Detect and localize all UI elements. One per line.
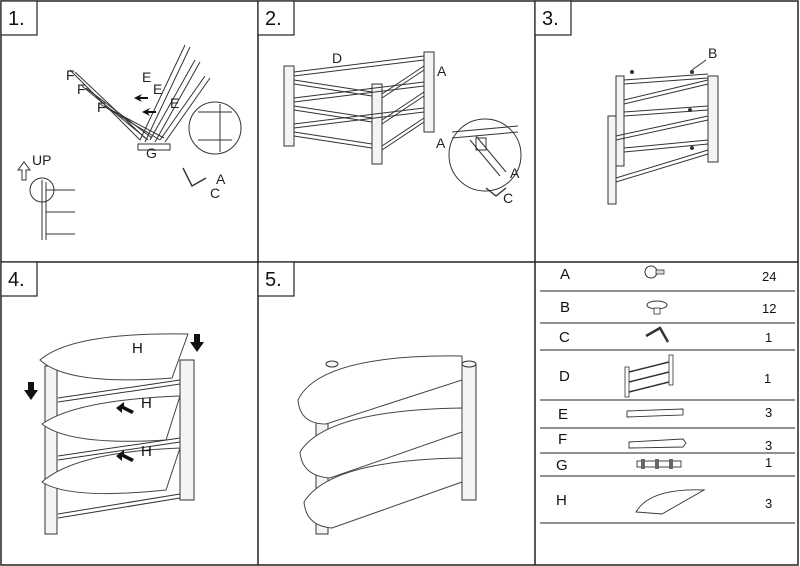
part-qty: 3 <box>765 496 772 511</box>
arrow-icon <box>134 94 148 102</box>
part-letter: F <box>558 431 567 448</box>
step-4-illustration: H H H <box>24 333 204 535</box>
post-right <box>423 51 435 133</box>
label-h-3: H <box>141 443 152 460</box>
glass-shelf-middle <box>41 395 181 442</box>
parts-row-a: A 24 <box>560 265 776 284</box>
part-qty: 1 <box>764 371 771 386</box>
part-letter: H <box>556 492 567 509</box>
post-left <box>283 65 295 147</box>
part-qty: 3 <box>765 438 772 453</box>
allen-key-icon <box>645 326 670 343</box>
label-g: G <box>146 145 157 161</box>
suction-cup-icon <box>688 108 692 112</box>
part-letter: G <box>556 457 568 474</box>
post-right <box>461 363 477 501</box>
label-up: UP <box>32 152 51 168</box>
rail-e-icon <box>626 408 684 418</box>
suction-cup-icon <box>690 70 694 74</box>
part-qty: 24 <box>762 269 776 284</box>
push-arrow-icon <box>116 450 134 462</box>
allen-key-icon <box>485 187 507 197</box>
step-3-number: 3. <box>534 0 572 36</box>
step-4-number: 4. <box>0 261 38 297</box>
side-frame-icon <box>624 354 674 398</box>
arrow-icon <box>142 108 156 116</box>
label-d: D <box>332 50 342 66</box>
glass-shelf-middle <box>299 407 463 479</box>
label-h-2: H <box>141 395 152 412</box>
svg-text:4.: 4. <box>8 269 25 291</box>
step-3-illustration: B <box>607 45 719 205</box>
glass-shelf-bottom <box>303 457 463 529</box>
part-letter: C <box>559 329 570 346</box>
parts-row-d: D 1 <box>559 354 771 398</box>
label-h-1: H <box>132 340 143 357</box>
label-a: A <box>216 171 226 187</box>
allen-key-icon <box>182 167 207 187</box>
label-e-1: E <box>142 69 151 85</box>
post-center <box>371 83 383 165</box>
glass-shelf-icon <box>635 489 706 515</box>
parts-table: A 24 B 12 C 1 D <box>540 265 795 524</box>
parts-row-f: F 3 <box>558 431 772 453</box>
suction-cup-icon <box>646 300 668 315</box>
glass-shelf-top <box>297 355 463 425</box>
part-qty: 3 <box>765 405 772 420</box>
glass-shelf-bottom <box>41 447 181 495</box>
detail-magnifier-icon <box>188 101 242 155</box>
push-arrow-icon <box>116 402 134 414</box>
part-qty: 12 <box>762 301 776 316</box>
step-1-rails <box>69 44 211 151</box>
part-qty: 1 <box>765 455 772 470</box>
label-b: B <box>708 45 717 61</box>
step-5-illustration <box>297 355 477 535</box>
svg-text:2.: 2. <box>265 8 282 30</box>
down-arrow-icon <box>190 334 204 352</box>
parts-row-h: H 3 <box>556 489 772 515</box>
label-f-1: F <box>66 67 75 83</box>
label-f-2: F <box>77 81 86 97</box>
post-right <box>707 75 719 163</box>
svg-text:1.: 1. <box>8 8 25 30</box>
suction-cup-icon <box>690 146 694 150</box>
suction-cup-icon <box>630 70 634 74</box>
parts-row-b: B 12 <box>560 299 776 316</box>
svg-text:3.: 3. <box>542 8 559 30</box>
up-arrow-icon <box>17 161 31 181</box>
down-arrow-icon <box>24 382 38 400</box>
label-a-3: A <box>510 165 520 181</box>
part-letter: E <box>558 406 568 423</box>
part-letter: D <box>559 368 570 385</box>
glass-shelf-top <box>39 333 189 381</box>
step-5-number: 5. <box>257 261 295 297</box>
post-left <box>44 365 58 535</box>
parts-row-g: G 1 <box>556 455 772 474</box>
label-a-1: A <box>437 63 447 79</box>
parts-row-e: E 3 <box>558 405 772 423</box>
label-e-3: E <box>170 95 179 111</box>
rail-f-icon <box>628 438 687 449</box>
post-right <box>179 359 195 501</box>
connector-bracket-icon <box>636 459 682 469</box>
svg-text:5.: 5. <box>265 269 282 291</box>
screw-icon <box>644 265 665 279</box>
label-c: C <box>210 185 220 201</box>
part-letter: B <box>560 299 570 316</box>
step-2-illustration: D A A A C <box>283 50 522 206</box>
label-a-2: A <box>436 135 446 151</box>
parts-row-c: C 1 <box>559 326 772 346</box>
label-c-2: C <box>503 190 513 206</box>
part-letter: A <box>560 266 570 283</box>
detail-magnifier-icon <box>448 118 522 192</box>
part-qty: 1 <box>765 330 772 345</box>
label-f-3: F <box>97 99 106 115</box>
step-1-number: 1. <box>0 0 38 36</box>
step-2-number: 2. <box>257 0 295 36</box>
post-left <box>607 115 617 205</box>
step-1-illustration: F F F E E E G A C UP <box>17 44 242 240</box>
label-e-2: E <box>153 81 162 97</box>
